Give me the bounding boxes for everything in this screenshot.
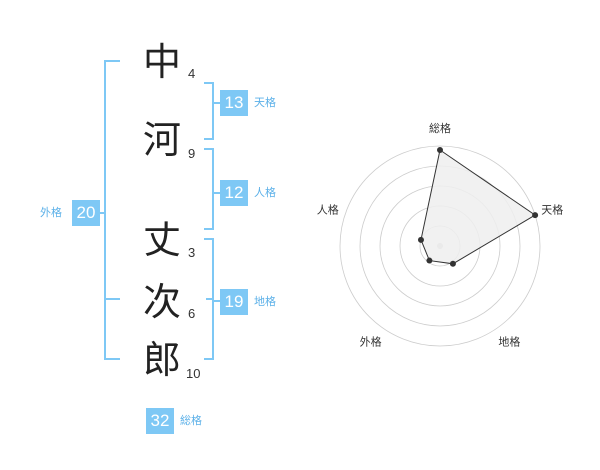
jinkaku-bracket-bottom (204, 228, 214, 230)
gaikaku-bracket-top (104, 60, 120, 62)
radar-axis-label: 外格 (360, 334, 382, 348)
jinkaku-value: 12 (220, 180, 248, 206)
stroke-count-1: 4 (188, 66, 196, 81)
jinkaku-bracket-spine (212, 148, 214, 230)
name-char-4: 次 (142, 280, 181, 324)
name-char-5: 郎 (142, 338, 181, 382)
gaikaku-value: 20 (72, 200, 100, 226)
radar-point (437, 147, 443, 153)
chikaku-bracket-mid (206, 298, 214, 300)
radar-point (449, 260, 456, 267)
gaikaku-bracket-mid (104, 298, 120, 300)
radar-series-polygon (420, 149, 537, 265)
tenkaku-label: 天格 (254, 96, 276, 109)
radar-point (426, 257, 433, 264)
radar-point (532, 212, 539, 219)
tenkaku-value: 13 (220, 90, 248, 116)
radar-axis-label: 天格 (541, 203, 563, 217)
tenkaku-bracket-spine (212, 82, 214, 140)
stroke-count-4: 6 (188, 306, 196, 321)
gaikaku-bracket-bottom (104, 358, 120, 360)
chikaku-bracket-bottom (204, 358, 214, 360)
gaikaku-bracket-tick (98, 212, 106, 214)
chikaku-value: 19 (220, 289, 248, 315)
chikaku-label: 地格 (254, 295, 276, 308)
gaikaku-bracket-spine (104, 60, 106, 360)
jinkaku-label: 人格 (254, 186, 276, 199)
name-char-3: 丈 (142, 218, 181, 262)
stroke-count-2: 9 (188, 146, 196, 161)
jinkaku-bracket-tick (212, 192, 220, 194)
tenkaku-bracket-bottom (204, 138, 214, 140)
stroke-count-3: 3 (188, 245, 196, 260)
radar-ring (339, 145, 541, 347)
chikaku-bracket-top (204, 238, 214, 240)
radar-axis-label: 地格 (498, 334, 520, 348)
name-char-2: 河 (142, 118, 181, 162)
jinkaku-bracket-top (204, 148, 214, 150)
radar-axis-label: 総格 (429, 121, 451, 135)
chikaku-bracket-tick (212, 300, 220, 302)
radar-point (417, 236, 424, 243)
gaikaku-label: 外格 (40, 206, 62, 219)
tenkaku-bracket-top (204, 82, 214, 84)
stroke-count-5: 10 (186, 366, 201, 381)
soukaku-label: 総格 (180, 414, 202, 427)
tenkaku-bracket-tick (212, 102, 220, 104)
name-char-1: 中 (142, 40, 181, 84)
radar-axis-label: 人格 (317, 203, 339, 217)
soukaku-value: 32 (146, 408, 174, 434)
